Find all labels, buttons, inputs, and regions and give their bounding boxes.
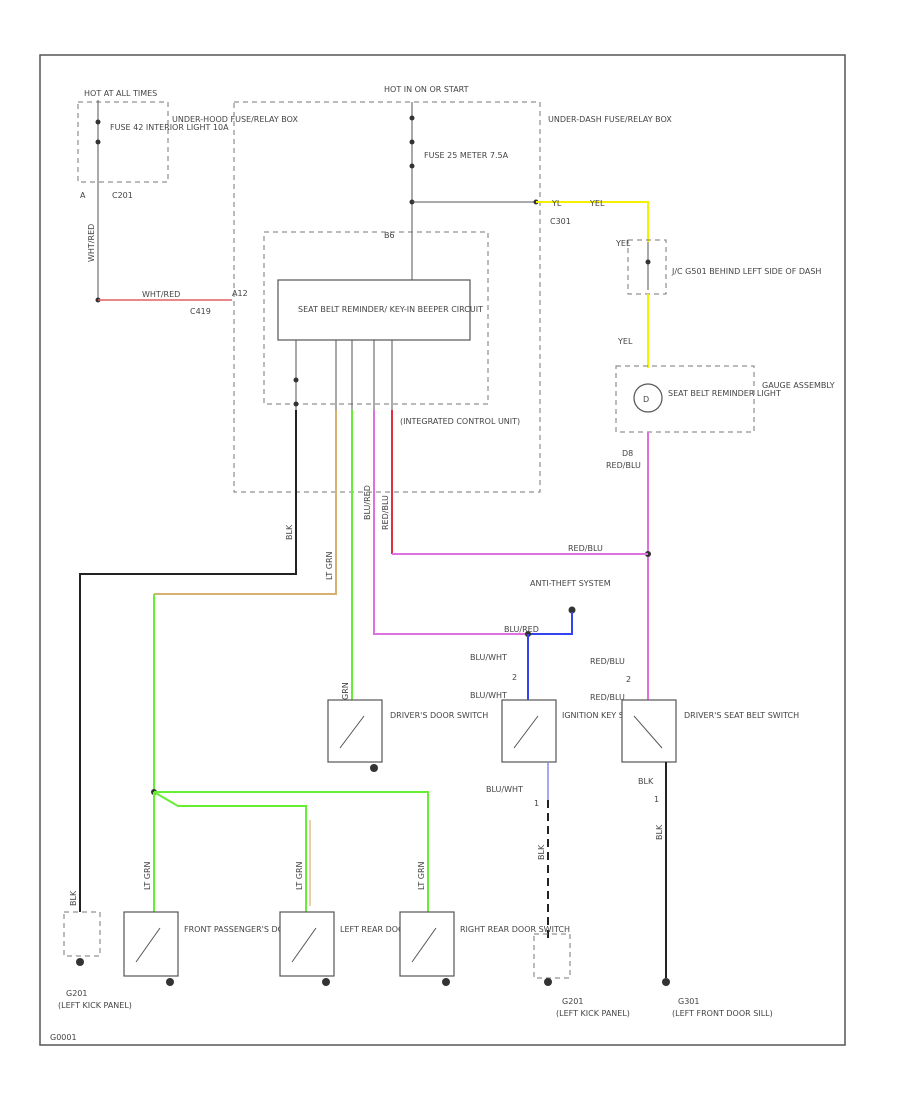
label-wire-blk-belt-vertical: BLK	[655, 824, 664, 840]
wire-yel-top	[536, 201, 649, 242]
label-wire-red-blu-lamp: RED/BLU	[606, 461, 641, 470]
label-wire-wht-red-horizontal: WHT/RED	[142, 290, 180, 299]
label-fuse-interior: FUSE 42 INTERIOR LIGHT 10A	[110, 123, 229, 132]
label-fuse-meter: FUSE 25 METER 7.5A	[424, 151, 509, 160]
label-wire-blu-red-anti-theft: BLU/RED	[504, 625, 539, 634]
wire-lt-grn-tan	[154, 410, 337, 595]
label-driver-belt: DRIVER'S SEAT BELT SWITCH	[684, 711, 799, 720]
label-under-dash-fuse-box: UNDER-DASH FUSE/RELAY BOX	[548, 115, 672, 124]
label-module: SEAT BELT REMINDER/ KEY-IN BEEPER CIRCUI…	[298, 305, 483, 314]
label-pin-a12: A12	[232, 289, 248, 298]
label-hot-at-all-times: HOT AT ALL TIMES	[84, 89, 157, 98]
label-lamp: SEAT BELT REMINDER LIGHT	[668, 389, 781, 398]
driver-door-switch	[327, 699, 383, 763]
gauge-assembly	[615, 365, 755, 433]
label-wire-yel-jc: YEL	[615, 239, 631, 248]
wire-lt-grn-right-rear	[154, 791, 429, 912]
under-dash-fuse-box	[233, 101, 541, 493]
label-wire-blu-red-ignition: BLU/WHT	[470, 653, 507, 662]
label-wire-red-blu-switch: RED/BLU	[590, 693, 625, 702]
ignition-key-switch	[501, 699, 557, 763]
label-pin-belt-1: 1	[654, 795, 659, 804]
label-under-hood-box: UNDER-HOOD FUSE/RELAY BOX	[172, 115, 298, 124]
label-pin-b6: B6	[384, 231, 395, 240]
label-driver-door: DRIVER'S DOOR SWITCH	[390, 711, 488, 720]
under-hood-box	[77, 101, 169, 183]
label-wire-grn: GRN	[341, 682, 350, 700]
label-wire-blk-ignition: BLK	[537, 844, 546, 860]
lamp-icon	[633, 383, 663, 413]
label-ignition: IGNITION KEY SWITCH	[562, 711, 650, 720]
label-pin-ignition-1: 1	[534, 799, 539, 808]
wire-blk-ground-left	[79, 410, 297, 912]
label-g201-left-loc: (LEFT KICK PANEL)	[58, 1001, 132, 1010]
label-pin-a-top-left: A	[80, 191, 86, 200]
label-front-pass: FRONT PASSENGER'S DOOR SWITCH	[184, 925, 330, 934]
diagram-frame	[39, 54, 846, 1046]
label-wire-blu-red-module: BLU/RED	[363, 485, 372, 520]
label-g301-loc: (LEFT FRONT DOOR SILL)	[672, 1009, 773, 1018]
label-pin-belt-2: 2	[626, 675, 631, 684]
g201-right-box	[533, 933, 571, 979]
label-wire-red-blu-module: RED/BLU	[381, 495, 390, 530]
label-wire-blu-wht-ignition: BLU/WHT	[470, 691, 507, 700]
label-pin-d8: D8	[622, 449, 633, 458]
driver-seat-belt-switch	[621, 699, 677, 763]
left-rear-door-switch	[279, 911, 335, 977]
label-wire-blk-left: BLK	[69, 890, 78, 906]
seat-belt-reminder-module	[277, 279, 471, 341]
wire-lt-grn-left-rear	[153, 791, 307, 912]
label-gauge-assembly: GAUGE ASSEMBLY	[762, 381, 835, 390]
label-right-rear: RIGHT REAR DOOR SWITCH	[460, 925, 570, 934]
label-wire-yel-lamp: YEL	[617, 337, 633, 346]
icu-box	[263, 231, 489, 405]
label-jc-g501: J/C G501 BEHIND LEFT SIDE OF DASH	[671, 267, 821, 276]
label-wire-lt-grn-module: LT GRN	[325, 551, 334, 580]
label-c201: C201	[112, 191, 133, 200]
label-icu: (INTEGRATED CONTROL UNIT)	[400, 417, 520, 426]
wire-pink-blu-red	[373, 410, 528, 635]
label-wire-red-blu-horizontal: RED/BLU	[568, 544, 603, 553]
label-left-rear: LEFT REAR DOOR SWITCH	[340, 925, 444, 934]
label-c419: C419	[190, 307, 211, 316]
label-wire-lt-grn-left: LT GRN	[295, 861, 304, 890]
jc-g501	[627, 239, 667, 295]
footer-id: G0001	[50, 1033, 77, 1042]
label-c301: C301	[550, 217, 571, 226]
right-rear-door-switch	[399, 911, 455, 977]
front-passenger-door-switch	[123, 911, 179, 977]
label-wire-blk-belt: BLK	[638, 777, 654, 786]
label-wire-blu-wht-lower: BLU/WHT	[486, 785, 523, 794]
wire-blue-anti-theft	[528, 612, 573, 635]
label-pin-yl: YL	[551, 199, 562, 208]
label-wire-lt-grn-right: LT GRN	[417, 861, 426, 890]
label-g201-right-loc: (LEFT KICK PANEL)	[556, 1009, 630, 1018]
label-g201-left: G201	[66, 989, 87, 998]
label-anti-theft: ANTI-THEFT SYSTEM	[530, 579, 611, 588]
label-g201-right: G201	[562, 997, 583, 1006]
label-wire-blk-module: BLK	[285, 524, 294, 540]
label-wire-red-blu-belt: RED/BLU	[590, 657, 625, 666]
label-wire-lt-grn-front: LT GRN	[143, 861, 152, 890]
label-g301: G301	[678, 997, 699, 1006]
label-hot-in-on: HOT IN ON OR START	[384, 85, 469, 94]
label-wire-wht-red-vertical: WHT/RED	[87, 224, 96, 262]
g201-left-box	[63, 911, 101, 957]
label-wire-yel-top: YEL	[589, 199, 605, 208]
lamp-symbol-icon: D	[643, 395, 649, 404]
label-pin-ignition-2: 2	[512, 673, 517, 682]
